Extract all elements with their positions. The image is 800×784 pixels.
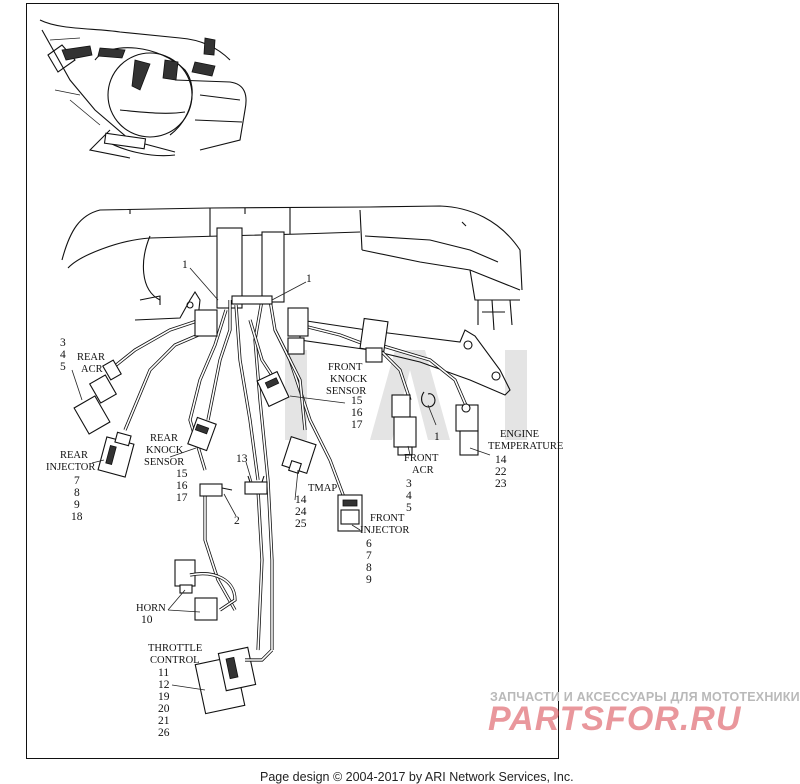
svg-text:10: 10 [141,614,153,626]
svg-text:22: 22 [495,466,507,478]
page-footer: Page design © 2004-2017 by ARI Network S… [260,770,574,784]
svg-text:4: 4 [406,490,412,502]
svg-text:6: 6 [366,538,372,550]
svg-text:SENSOR: SENSOR [144,457,184,468]
label-front-injector: FRONT INJECTOR 6 7 8 9 [360,513,409,586]
rear-knock-sensor-connector[interactable] [187,416,217,452]
svg-text:18: 18 [71,511,83,523]
svg-text:3: 3 [60,337,66,349]
svg-text:15: 15 [351,395,363,407]
svg-text:14: 14 [295,494,307,506]
svg-text:ACR: ACR [412,465,434,476]
svg-text:FRONT: FRONT [370,513,405,524]
svg-text:8: 8 [74,487,80,499]
rear-acr-connector[interactable] [73,359,122,435]
label-throttle-control: THROTTLE CONTROL 11 12 19 20 21 26 [148,643,202,739]
svg-text:TMAP: TMAP [308,483,337,494]
label-horn: HORN 10 [136,603,166,626]
horn-connectors[interactable] [174,559,237,621]
watermark-brand: PARTSFOR.RU [488,700,742,738]
svg-text:ACR: ACR [81,364,103,375]
front-acr-connector[interactable] [391,394,417,456]
svg-text:FRONT: FRONT [328,362,363,373]
svg-text:1: 1 [306,273,312,285]
label-rear-acr: REAR ACR 3 4 5 [60,337,105,375]
svg-text:23: 23 [495,478,507,490]
svg-text:REAR: REAR [77,352,105,363]
svg-text:SENSOR: SENSOR [326,386,366,397]
svg-text:12: 12 [158,679,170,691]
svg-text:TEMPERATURE: TEMPERATURE [488,441,563,452]
label-front-acr: FRONT ACR 3 4 5 [404,453,439,514]
svg-text:26: 26 [158,727,170,739]
clip-13[interactable] [244,475,268,495]
svg-text:9: 9 [74,499,80,511]
front-injector-connector[interactable] [337,494,363,532]
svg-text:25: 25 [295,518,307,530]
engine-frame-outline [61,205,523,331]
svg-text:1: 1 [434,431,440,443]
svg-text:11: 11 [158,667,169,679]
svg-text:REAR: REAR [60,450,88,461]
svg-text:KNOCK: KNOCK [330,374,368,385]
svg-text:1: 1 [182,259,188,271]
watermark-tagline: ЗАПЧАСТИ И АКСЕССУАРЫ ДЛЯ МОТОТЕХНИКИ [490,690,800,704]
front-knock-sensor-connector[interactable] [256,370,290,408]
svg-text:HORN: HORN [136,603,166,614]
svg-text:8: 8 [366,562,372,574]
svg-text:THROTTLE: THROTTLE [148,643,202,654]
svg-text:5: 5 [60,361,66,373]
svg-text:REAR: REAR [150,433,178,444]
label-rear-knock-sensor: REAR KNOCK SENSOR 15 16 17 [144,433,188,504]
motorcycle-inset [39,19,247,159]
svg-text:2: 2 [234,515,240,527]
callout-numbers: 1 1 1 13 2 [182,259,440,527]
svg-text:4: 4 [60,349,66,361]
tmap-connector[interactable] [281,436,317,474]
svg-text:16: 16 [351,407,363,419]
svg-text:16: 16 [176,480,188,492]
clip-front[interactable] [421,391,436,408]
clip-2[interactable] [199,483,233,497]
svg-text:INJECTOR: INJECTOR [360,525,409,536]
svg-text:17: 17 [351,419,363,431]
svg-text:ENGINE: ENGINE [500,429,539,440]
svg-text:9: 9 [366,574,372,586]
svg-text:17: 17 [176,492,188,504]
svg-text:19: 19 [158,691,170,703]
label-rear-injector: REAR INJECTOR 7 8 9 18 [46,450,95,523]
svg-text:21: 21 [158,715,170,727]
label-engine-temperature: ENGINE TEMPERATURE 14 22 23 [488,429,563,490]
svg-text:14: 14 [495,454,507,466]
engine-temperature-connector[interactable] [455,403,479,456]
svg-text:5: 5 [406,502,412,514]
svg-text:INJECTOR: INJECTOR [46,462,95,473]
svg-text:3: 3 [406,478,412,490]
label-front-knock-sensor: FRONT KNOCK SENSOR 15 16 17 [326,362,368,431]
rear-injector-connector[interactable] [97,431,135,478]
throttle-control-connector[interactable] [194,646,274,715]
svg-text:KNOCK: KNOCK [146,445,184,456]
label-tmap: TMAP 14 24 25 [295,483,337,530]
svg-text:7: 7 [366,550,372,562]
svg-text:7: 7 [74,475,80,487]
leader-lines [71,267,491,691]
svg-text:13: 13 [236,453,248,465]
svg-text:24: 24 [295,506,307,518]
svg-text:CONTROL: CONTROL [150,655,200,666]
svg-text:20: 20 [158,703,170,715]
svg-text:15: 15 [176,468,188,480]
svg-text:FRONT: FRONT [404,453,439,464]
background-watermark [285,350,527,440]
